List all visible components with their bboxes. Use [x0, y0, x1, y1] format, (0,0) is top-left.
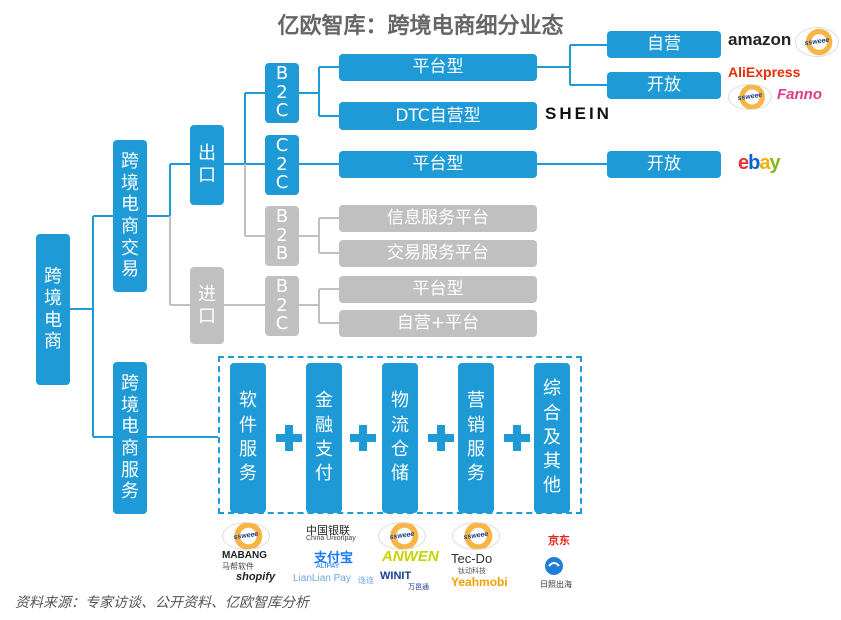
shopify-logo: shopify — [236, 571, 276, 583]
node-trade-platform: 交易服务平台 — [339, 240, 537, 267]
aliexpress-logo: AliExpress — [728, 64, 801, 80]
badge-logo-4-text: ssweee — [389, 530, 415, 542]
fanno-logo: Fanno — [777, 86, 822, 103]
service-marketing: 营销服务 — [458, 363, 494, 513]
service-software-label: 软件服务 — [239, 390, 257, 485]
anwen-logo: ANWEN — [382, 548, 439, 565]
mabang-logo: MABANG — [222, 550, 267, 561]
winit-cn-logo: 万邑通 — [408, 584, 429, 591]
service-logistics: 物流仓储 — [382, 363, 418, 513]
node-export-b2b-label: B2B — [275, 205, 289, 265]
ebay-a: a — [759, 152, 770, 174]
node-cross-border-ecommerce-label: 跨境电商 — [44, 266, 62, 353]
winit-logo: WINIT — [380, 570, 412, 582]
page-title: 亿欧智库：跨境电商细分业态 — [277, 14, 564, 39]
amazon-logo: amazon — [728, 30, 792, 49]
services-group — [218, 356, 582, 514]
node-export-b2b: B2B — [265, 206, 299, 266]
node-b2c-platform: 平台型 — [339, 54, 537, 81]
node-services: 跨境电商服务 — [113, 362, 147, 514]
other-logo-icon — [545, 557, 563, 575]
lianlian-cn-logo: 连连 — [358, 576, 374, 585]
other-logo-text: 日照出海 — [540, 580, 572, 589]
ebay-logo: ebay — [738, 152, 781, 175]
node-export: 出口 — [190, 125, 224, 205]
plus-icon — [428, 425, 454, 451]
node-export-c2c-label: C2C — [275, 134, 289, 194]
node-import-b2c: B2C — [265, 276, 299, 336]
jd-logo: 京东 — [548, 535, 570, 547]
node-trade-label: 跨境电商交易 — [121, 151, 139, 281]
badge-logo-5: ssweee — [452, 522, 500, 550]
service-finance-label: 金融支付 — [315, 390, 333, 485]
node-export-label: 出口 — [198, 143, 216, 186]
badge-logo-1: ssweee — [795, 27, 839, 57]
badge-logo-5-text: ssweee — [463, 530, 489, 542]
badge-logo-2-text: ssweee — [737, 91, 763, 103]
badge-logo-2: ssweee — [728, 84, 772, 110]
node-c2c-platform: 平台型 — [339, 151, 537, 178]
node-dtc: DTC自营型 — [339, 102, 537, 130]
mabang-sub-logo: 马帮软件 — [222, 562, 254, 571]
service-logistics-label: 物流仓储 — [391, 390, 409, 485]
node-import: 进口 — [190, 267, 224, 344]
node-export-c2c: C2C — [265, 135, 299, 195]
node-self-plus-platform: 自营+平台 — [339, 310, 537, 337]
yeahmobi-logo: Yeahmobi — [451, 575, 508, 589]
unionpay-sub-logo: China Unionpay — [306, 535, 356, 542]
node-services-label: 跨境电商服务 — [121, 373, 139, 503]
node-import-platform: 平台型 — [339, 276, 537, 303]
alipay-sub-logo: ALIPAY — [316, 563, 340, 570]
node-export-b2c: B2C — [265, 63, 299, 123]
alipay-logo: 支付宝 — [314, 550, 354, 565]
badge-logo-1-text: ssweee — [804, 36, 830, 48]
shein-logo: SHEIN — [545, 104, 612, 123]
plus-icon — [504, 425, 530, 451]
plus-icon — [350, 425, 376, 451]
node-cross-border-ecommerce: 跨境电商 — [36, 234, 70, 385]
service-other: 综合及其他 — [534, 363, 570, 513]
node-trade: 跨境电商交易 — [113, 140, 147, 292]
ebay-b: b — [748, 152, 760, 174]
node-c2c-open: 开放 — [607, 151, 721, 178]
node-import-b2c-label: B2C — [275, 275, 289, 335]
lianlian-logo: LianLian Pay — [293, 573, 351, 584]
node-info-platform: 信息服务平台 — [339, 205, 537, 232]
tecdo-logo: Tec-Do — [451, 551, 493, 566]
service-other-label: 综合及其他 — [543, 378, 561, 497]
node-self-operated: 自营 — [607, 31, 721, 58]
source-note: 资料来源：专家访谈、公开资料、亿欧智库分析 — [15, 595, 309, 611]
service-marketing-label: 营销服务 — [467, 390, 485, 485]
tecdo-sub-logo: 钛动科技 — [458, 568, 486, 575]
unionpay-logo: 中国银联 — [306, 525, 350, 537]
node-open: 开放 — [607, 72, 721, 99]
node-export-b2c-label: B2C — [275, 62, 289, 122]
badge-logo-3-text: ssweee — [233, 530, 259, 542]
badge-logo-4: ssweee — [378, 522, 426, 550]
ebay-e: e — [738, 152, 749, 174]
plus-icon — [276, 425, 302, 451]
node-import-label: 进口 — [198, 283, 216, 327]
ebay-y: y — [769, 152, 780, 174]
service-software: 软件服务 — [230, 363, 266, 513]
badge-logo-3: ssweee — [222, 522, 270, 550]
service-finance: 金融支付 — [306, 363, 342, 513]
